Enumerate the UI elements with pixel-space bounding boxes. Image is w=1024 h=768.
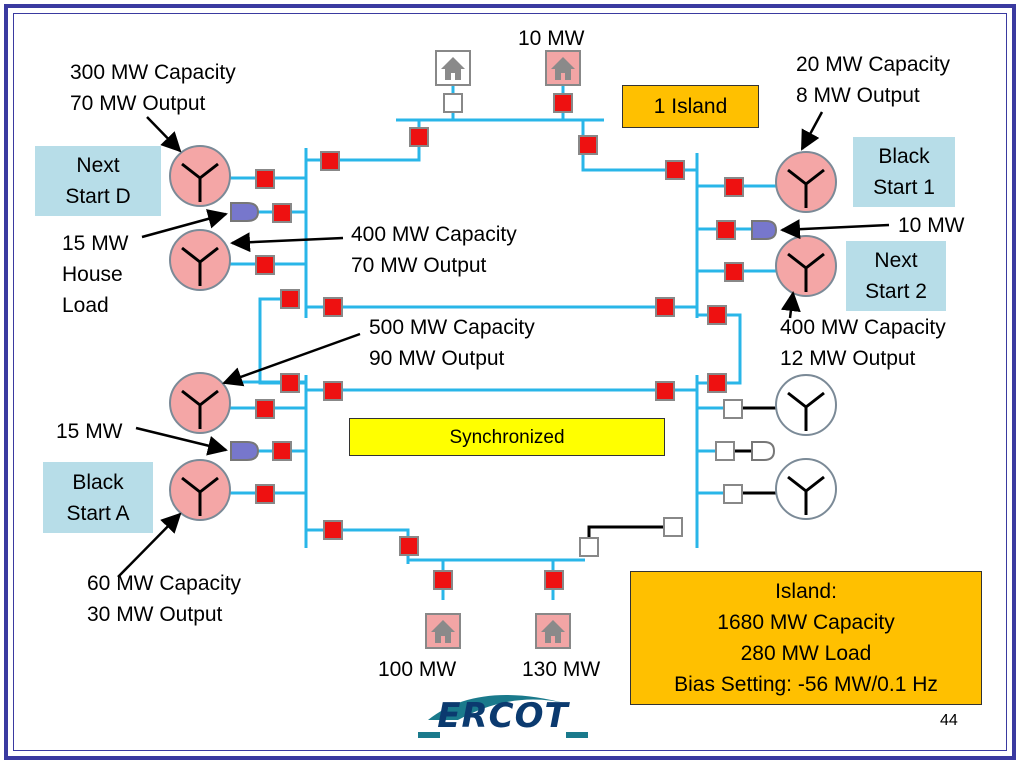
logo-text: ERCOT [437,696,569,736]
left-load-label: 15 MW [56,420,123,443]
breaker-closed [255,399,275,419]
page-number: 44 [940,712,958,729]
breaker-closed [655,297,675,317]
house-load-icon [435,50,471,86]
generator-icon [169,145,231,207]
generator-icon [169,372,231,434]
breaker-closed [716,220,736,240]
breaker-closed [724,262,744,282]
breaker-closed [655,381,675,401]
breaker-closed [323,520,343,540]
breaker-closed [272,203,292,223]
breaker-closed [409,127,429,147]
breaker-closed [665,160,685,180]
annotation-arrows [117,111,890,578]
breaker-open [723,399,743,419]
breaker-closed [320,151,340,171]
load-symbol-icon [751,441,776,461]
island-summary-box: Island: 1680 MW Capacity 280 MW Load Bia… [630,571,982,705]
load-symbol-icon [230,441,260,461]
breaker-closed [724,177,744,197]
ercot-logo: ERCOT [418,684,588,754]
generator-icon [169,229,231,291]
breaker-closed [553,93,573,113]
slide-frame-inner [13,13,1007,751]
load-symbol-icon [230,202,260,222]
breaker-closed [272,441,292,461]
closed-breakers [255,93,744,590]
one-island-box: 1 Island [622,85,759,128]
breaker-open [723,484,743,504]
house-load-icon [425,613,461,649]
house-load-icon [535,613,571,649]
generator-icon [775,374,837,436]
bottom-load-2-label: 130 MW [522,658,601,681]
breaker-closed [544,570,564,590]
slide-frame-outer [4,4,1016,760]
breaker-open [579,537,599,557]
generator-icon [775,458,837,520]
generator-icon [775,151,837,213]
right-load-label: 10 MW [898,214,965,237]
open-breakers [443,93,743,557]
breaker-closed [433,570,453,590]
breaker-closed [280,289,300,309]
bottom-load-1-label: 100 MW [378,658,457,681]
breaker-open [443,93,463,113]
house-load-icon [545,50,581,86]
top-load-label: 10 MW [518,27,585,50]
breaker-open [715,441,735,461]
breaker-closed [255,484,275,504]
breaker-closed [399,536,419,556]
breaker-closed [280,373,300,393]
synchronized-box: Synchronized [349,418,665,456]
breaker-closed [323,297,343,317]
breaker-open [663,517,683,537]
logo-swoosh-icon [418,695,588,738]
load-symbol-icon [751,220,778,240]
breaker-closed [323,381,343,401]
breaker-closed [255,255,275,275]
breaker-closed [578,135,598,155]
generator-icon [775,235,837,297]
generator-icon [169,459,231,521]
breaker-closed [255,169,275,189]
breaker-closed [707,305,727,325]
breaker-closed [707,373,727,393]
